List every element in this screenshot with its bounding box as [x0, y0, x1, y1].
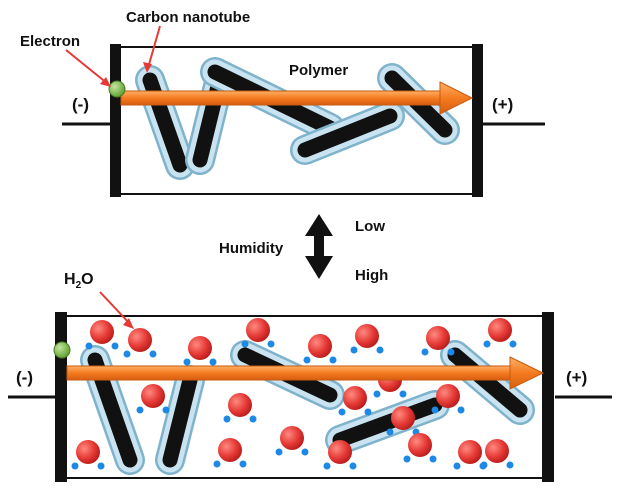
humidity-low-label: Low [355, 218, 385, 235]
water-molecule [71, 440, 105, 470]
water-molecule [275, 426, 309, 456]
humidity-label: Humidity [219, 240, 284, 257]
carbon-nanotube [185, 63, 235, 175]
water-molecule [350, 324, 384, 354]
nanotube-pointer [143, 25, 161, 73]
top-positive-terminal: (+) [492, 95, 513, 114]
water-molecule [136, 384, 170, 414]
humidity-high-label: High [355, 267, 388, 284]
humidity-indicator: Humidity Low High [219, 214, 388, 284]
water-molecule [403, 433, 437, 463]
bottom-positive-terminal: (+) [566, 368, 587, 387]
polymer-label: Polymer [289, 62, 348, 79]
water-molecule [303, 334, 337, 364]
water-molecule [123, 328, 157, 358]
water-molecule [213, 438, 247, 468]
water-molecule [241, 318, 275, 348]
water-molecule [421, 326, 455, 356]
water-molecule [480, 439, 514, 469]
water-molecule [323, 440, 357, 470]
bottom-left-electrode [55, 312, 67, 482]
bottom-right-electrode [542, 312, 554, 482]
electron-label: Electron [20, 33, 80, 50]
carbon-nanotube [290, 101, 405, 165]
water-molecule [85, 320, 119, 350]
water-molecule [223, 393, 257, 423]
bottom-negative-terminal: (-) [16, 368, 33, 387]
water-molecule [183, 336, 217, 366]
electron-pointer [65, 49, 111, 87]
bottom-electron-particle [53, 341, 71, 359]
bottom-panel: H2O (-) (+) [8, 271, 612, 482]
water-molecule [386, 406, 420, 436]
top-conduction-arrow [120, 81, 474, 115]
water-pointer [99, 291, 134, 329]
bottom-conduction-arrow [66, 356, 545, 390]
electron-particle [108, 80, 126, 98]
top-left-electrode [110, 44, 121, 197]
top-panel: Electron Carbon nanotube Polymer (-) (+) [20, 9, 545, 197]
top-right-electrode [472, 44, 483, 197]
carbon-nanotube [325, 390, 450, 455]
carbon-nanotube [155, 365, 205, 475]
water-molecule [483, 318, 517, 348]
bottom-nanotube-group [80, 340, 535, 475]
water-molecule [338, 386, 372, 416]
water-molecule [431, 384, 465, 414]
water-label: H2O [64, 271, 94, 291]
carbon-nanotube-label: Carbon nanotube [126, 9, 250, 26]
top-negative-terminal: (-) [72, 95, 89, 114]
double-headed-arrow [305, 214, 333, 279]
carbon-nanotube [440, 340, 535, 425]
